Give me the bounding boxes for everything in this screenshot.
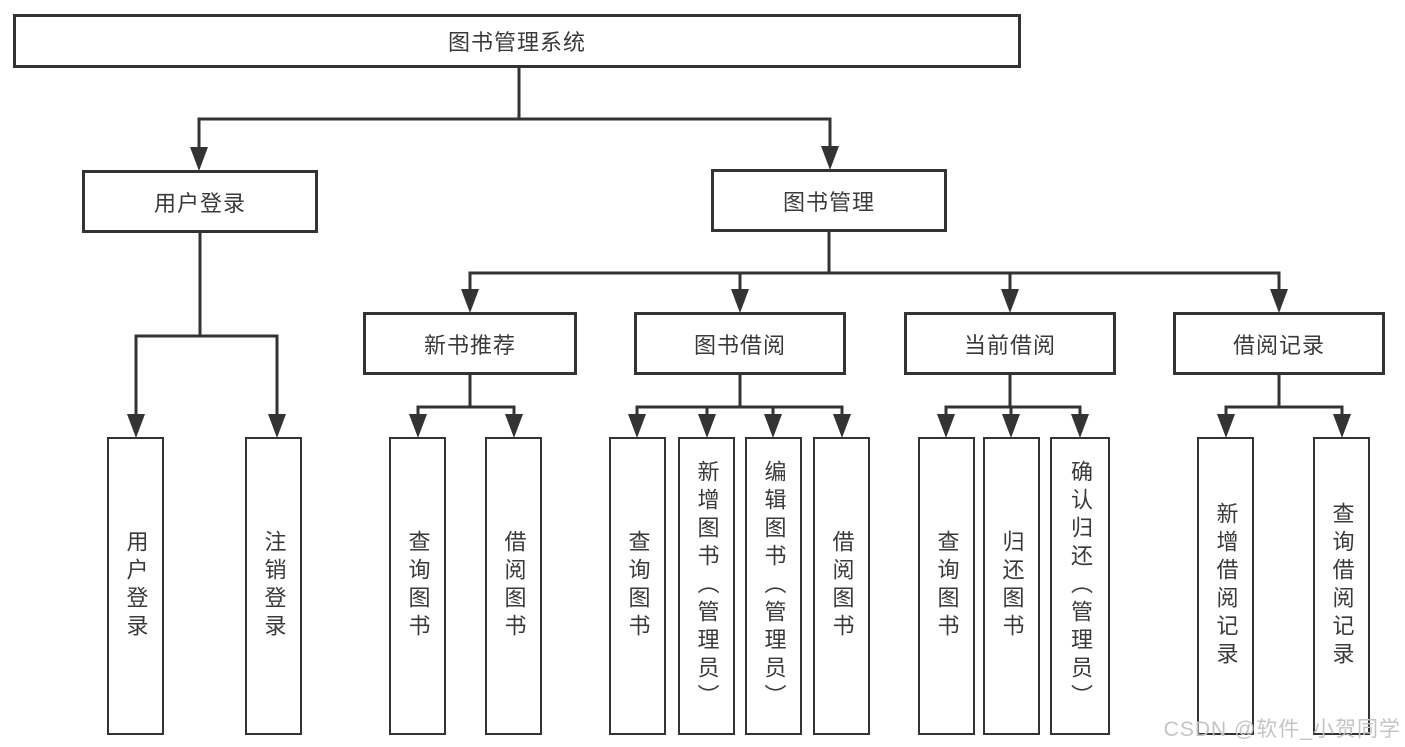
leaf-borrow-books-recommend-label: 借阅图书 <box>501 530 527 642</box>
node-new-book-recommend: 新书推荐 <box>363 312 577 375</box>
node-new-book-recommend-label: 新书推荐 <box>423 332 516 358</box>
node-book-management: 图书管理 <box>711 169 947 232</box>
leaf-add-books-admin: 新增图书（管理员） <box>678 437 735 735</box>
leaf-query-borrow-record-label: 查询借阅记录 <box>1329 502 1355 670</box>
leaf-logout: 注销登录 <box>245 437 302 735</box>
leaf-confirm-return-admin: 确认归还（管理员） <box>1050 437 1110 735</box>
leaf-edit-books-admin: 编辑图书（管理员） <box>745 437 802 735</box>
leaf-query-books-recommend-label: 查询图书 <box>405 530 431 642</box>
node-book-borrowing-label: 图书借阅 <box>693 332 786 358</box>
leaf-borrow-books: 借阅图书 <box>813 437 870 735</box>
leaf-query-books-recommend: 查询图书 <box>389 437 446 735</box>
node-borrowing-records: 借阅记录 <box>1173 312 1385 375</box>
leaf-add-borrow-record: 新增借阅记录 <box>1197 437 1254 735</box>
leaf-user-login: 用户登录 <box>107 437 164 735</box>
node-current-borrowing-label: 当前借阅 <box>963 332 1056 358</box>
leaf-add-books-admin-label: 新增图书（管理员） <box>694 460 720 712</box>
leaf-logout-label: 注销登录 <box>261 530 287 642</box>
leaf-return-books: 归还图书 <box>983 437 1040 735</box>
leaf-query-books-borrowing-label: 查询图书 <box>625 530 651 642</box>
leaf-query-borrow-record: 查询借阅记录 <box>1313 437 1370 735</box>
node-root: 图书管理系统 <box>13 14 1021 68</box>
tree-edges <box>134 67 1344 419</box>
node-root-label: 图书管理系统 <box>447 30 586 55</box>
leaf-query-books-current: 查询图书 <box>918 437 975 735</box>
node-book-borrowing: 图书借阅 <box>634 312 846 375</box>
leaf-query-books-current-label: 查询图书 <box>934 530 960 642</box>
node-user-login-label: 用户登录 <box>153 190 246 216</box>
arrowheads <box>127 146 1351 438</box>
csdn-watermark: CSDN @软件_小贺同学 <box>1163 718 1401 741</box>
node-current-borrowing: 当前借阅 <box>904 312 1116 375</box>
leaf-confirm-return-admin-label: 确认归还（管理员） <box>1068 460 1093 712</box>
leaf-user-login-label: 用户登录 <box>123 530 149 642</box>
leaf-borrow-books-recommend: 借阅图书 <box>485 437 542 735</box>
leaf-return-books-label: 归还图书 <box>999 530 1025 642</box>
node-book-management-label: 图书管理 <box>782 189 875 215</box>
node-user-login: 用户登录 <box>82 170 318 233</box>
leaf-add-borrow-record-label: 新增借阅记录 <box>1213 502 1239 670</box>
node-borrowing-records-label: 借阅记录 <box>1232 332 1325 358</box>
leaf-edit-books-admin-label: 编辑图书（管理员） <box>761 460 787 712</box>
leaf-borrow-books-label: 借阅图书 <box>829 530 855 642</box>
leaf-query-books-borrowing: 查询图书 <box>609 437 666 735</box>
